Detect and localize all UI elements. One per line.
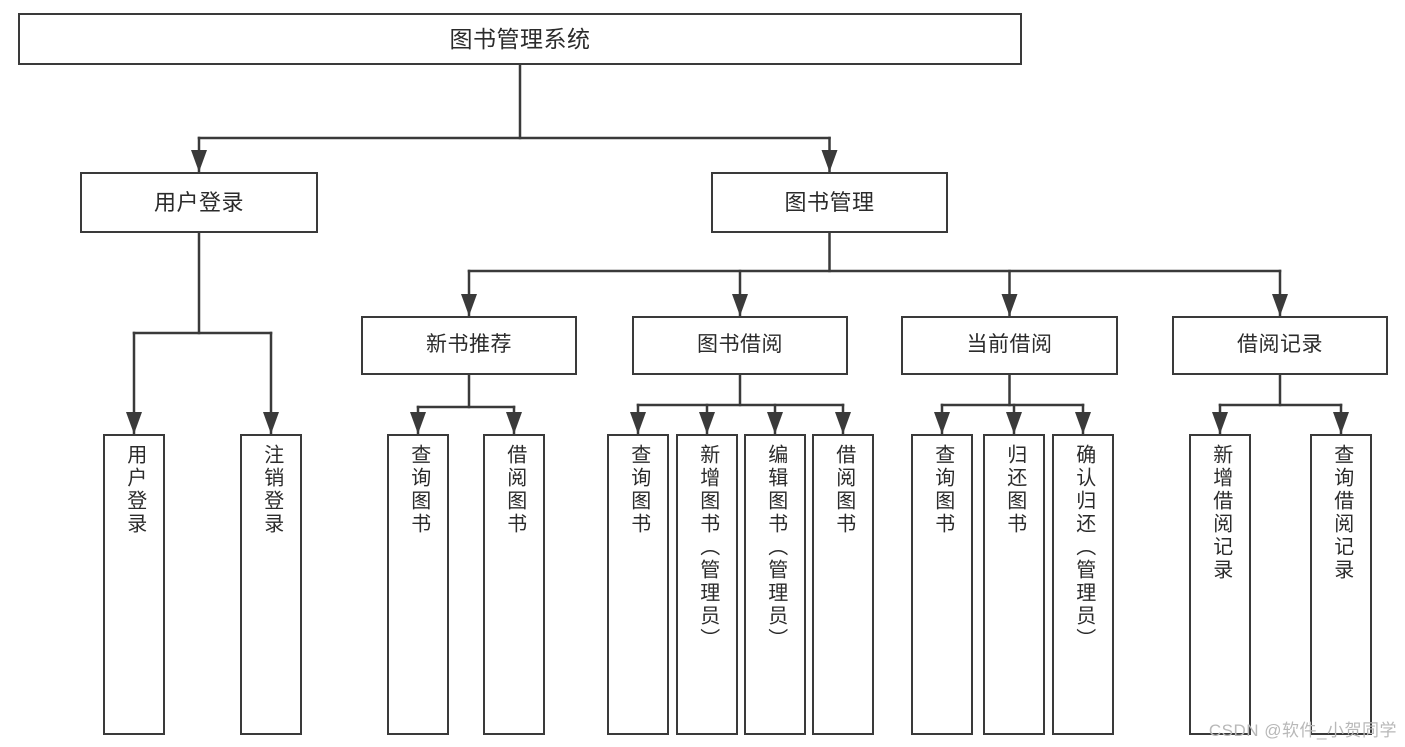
arrowhead-icon (461, 294, 477, 316)
node-label-new-book-rec: 新书推荐 (426, 333, 512, 357)
arrowhead-icon (732, 294, 748, 316)
node-root[interactable]: 图书管理系统 (18, 13, 1022, 65)
node-label-book-borrow: 图书借阅 (697, 333, 783, 357)
arrowhead-icon (934, 412, 950, 434)
node-book-borrow[interactable]: 图书借阅 (632, 316, 848, 375)
node-label-leaf-logout: 注销登录 (260, 444, 283, 536)
node-label-book-manage: 图书管理 (784, 189, 875, 215)
arrowhead-icon (191, 150, 207, 172)
node-leaf-user-login[interactable]: 用户登录 (103, 434, 165, 735)
node-leaf-query-record[interactable]: 查询借阅记录 (1310, 434, 1372, 735)
arrowhead-icon (630, 412, 646, 434)
node-new-book-rec[interactable]: 新书推荐 (361, 316, 577, 375)
watermark-text: CSDN @软件_小贺同学 (1208, 721, 1397, 740)
node-label-leaf-return-book: 归还图书 (1003, 444, 1026, 536)
node-leaf-return-book[interactable]: 归还图书 (983, 434, 1045, 735)
arrowhead-icon (1006, 412, 1022, 434)
arrowhead-icon (263, 412, 279, 434)
arrowhead-icon (835, 412, 851, 434)
node-label-leaf-borrow-book-1: 借阅图书 (503, 444, 526, 536)
node-label-borrow-record: 借阅记录 (1237, 333, 1323, 357)
arrowhead-icon (1272, 294, 1288, 316)
arrowhead-icon (699, 412, 715, 434)
node-user-login[interactable]: 用户登录 (80, 172, 318, 233)
arrowhead-icon (1333, 412, 1349, 434)
arrowhead-icon (1001, 294, 1018, 316)
arrowhead-icon (506, 412, 522, 434)
arrowhead-icon (821, 150, 838, 172)
node-leaf-borrow-book-2[interactable]: 借阅图书 (812, 434, 874, 735)
node-leaf-query-book-1[interactable]: 查询图书 (387, 434, 449, 735)
node-label-user-login: 用户登录 (153, 189, 244, 215)
node-label-leaf-edit-book: 编辑图书（管理员） (764, 444, 787, 651)
arrowhead-icon (410, 412, 426, 434)
node-label-leaf-confirm-return: 确认归还（管理员） (1072, 444, 1095, 651)
node-label-leaf-query-book-2: 查询图书 (627, 444, 650, 536)
node-leaf-query-book-3[interactable]: 查询图书 (911, 434, 973, 735)
node-leaf-add-record[interactable]: 新增借阅记录 (1189, 434, 1251, 735)
node-current-borrow[interactable]: 当前借阅 (901, 316, 1118, 375)
node-label-leaf-add-record: 新增借阅记录 (1209, 444, 1232, 582)
arrowhead-icon (126, 412, 142, 434)
node-borrow-record[interactable]: 借阅记录 (1172, 316, 1388, 375)
node-label-root: 图书管理系统 (449, 25, 591, 52)
node-label-leaf-query-book-3: 查询图书 (931, 444, 954, 536)
arrowhead-icon (1212, 412, 1228, 434)
node-leaf-add-book[interactable]: 新增图书（管理员） (676, 434, 738, 735)
node-label-leaf-borrow-book-2: 借阅图书 (832, 444, 855, 536)
node-leaf-query-book-2[interactable]: 查询图书 (607, 434, 669, 735)
node-leaf-borrow-book-1[interactable]: 借阅图书 (483, 434, 545, 735)
node-label-leaf-query-record: 查询借阅记录 (1330, 444, 1353, 582)
arrowhead-icon (1075, 412, 1091, 434)
node-book-manage[interactable]: 图书管理 (711, 172, 948, 233)
node-leaf-confirm-return[interactable]: 确认归还（管理员） (1052, 434, 1114, 735)
node-label-leaf-user-login: 用户登录 (123, 444, 146, 536)
node-label-leaf-add-book: 新增图书（管理员） (696, 444, 719, 651)
node-leaf-logout[interactable]: 注销登录 (240, 434, 302, 735)
node-leaf-edit-book[interactable]: 编辑图书（管理员） (744, 434, 806, 735)
node-label-leaf-query-book-1: 查询图书 (407, 444, 430, 536)
arrowhead-icon (767, 412, 783, 434)
node-label-current-borrow: 当前借阅 (966, 333, 1053, 357)
